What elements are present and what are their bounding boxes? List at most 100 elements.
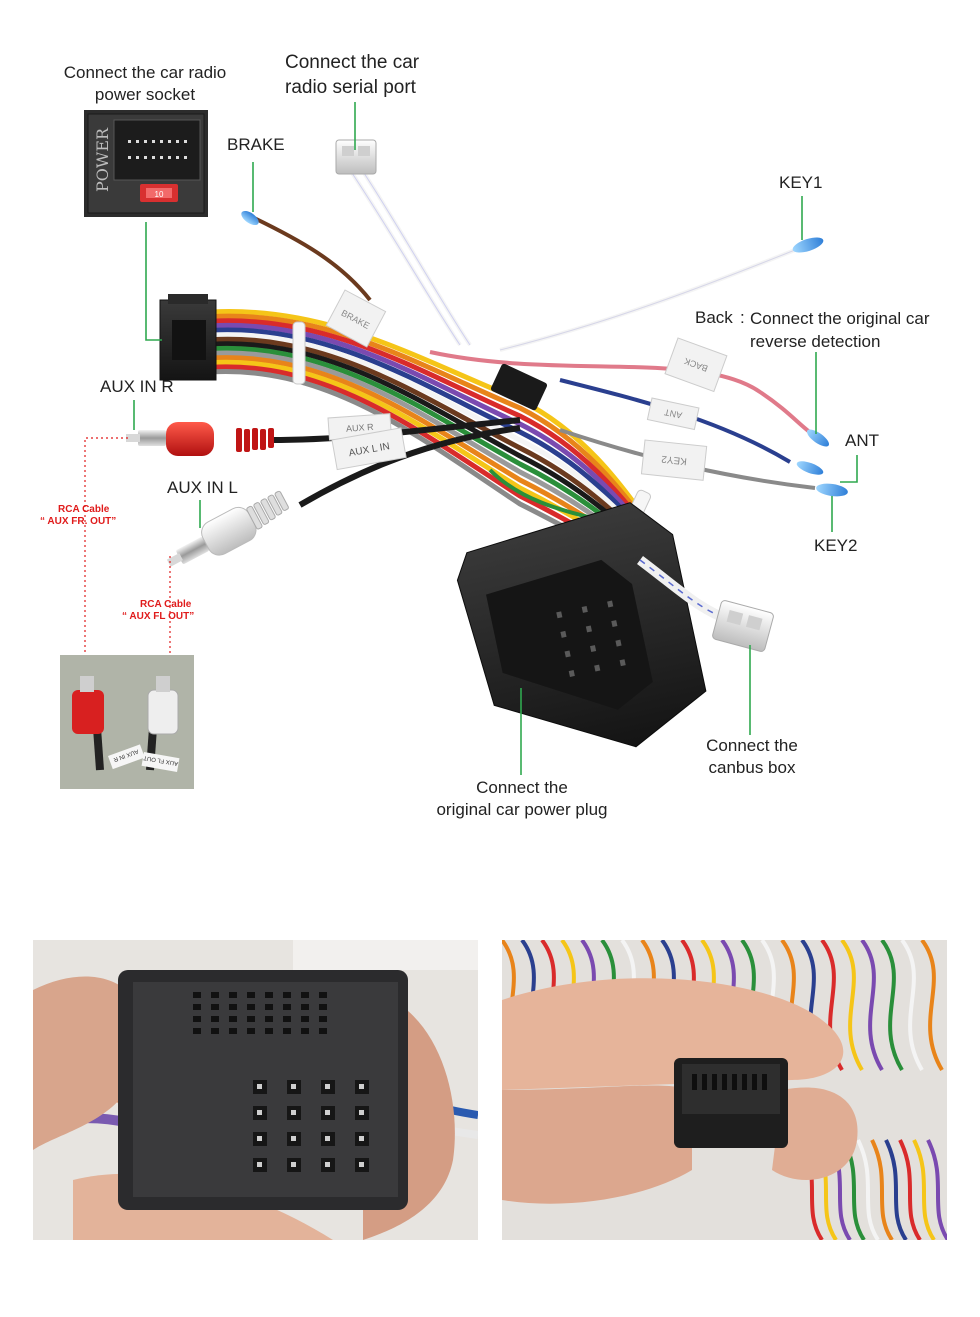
quad-pin	[247, 1004, 255, 1010]
plug-pin	[585, 625, 592, 633]
quad-pin	[229, 992, 237, 998]
aux-in-l-label: AUX IN L	[167, 478, 238, 497]
quad-pin	[211, 1016, 219, 1022]
quadlock-photo-art	[33, 940, 478, 1240]
quad-pin	[265, 1028, 273, 1034]
quad-pin-contact	[291, 1136, 296, 1141]
socket-closeup-art	[502, 940, 947, 1240]
socket-pin	[160, 156, 163, 159]
key2-label: KEY2	[814, 536, 858, 555]
closeup-pin	[732, 1074, 737, 1090]
rca-white-ribs	[246, 490, 289, 530]
quad-pin	[193, 1004, 201, 1010]
quad-pin-contact	[257, 1136, 262, 1141]
quad-pin	[193, 1028, 201, 1034]
quad-pin	[319, 1016, 327, 1022]
plug-pin	[607, 600, 614, 608]
quad-pin-contact	[291, 1110, 296, 1115]
quadlock-connector-photo	[33, 940, 478, 1240]
socket-pin	[184, 156, 187, 159]
plug-pin	[619, 659, 626, 667]
quad-pin	[301, 1016, 309, 1022]
rca-plug-right	[126, 422, 274, 456]
closeup-pin	[742, 1074, 747, 1090]
closeup-pin	[762, 1074, 767, 1090]
plug-pin	[611, 620, 618, 628]
plug-pin	[581, 605, 588, 613]
plug-pin	[560, 630, 567, 638]
power-socket-closeup-photo	[502, 940, 947, 1240]
quad-pin	[301, 992, 309, 998]
closeup-pin	[722, 1074, 727, 1090]
socket-pin	[160, 140, 163, 143]
quad-pin	[211, 1004, 219, 1010]
leader-lines	[133, 102, 858, 775]
iso-connector	[159, 294, 217, 381]
socket-pin	[128, 140, 131, 143]
aux-r-tag: AUX R	[346, 422, 375, 434]
rca-rib	[246, 505, 263, 530]
quad-pin	[283, 1028, 291, 1034]
serial-port-wires	[335, 139, 472, 347]
cable-tie	[292, 321, 306, 385]
quad-pins-top	[193, 992, 327, 1034]
bg-wire	[870, 1139, 894, 1240]
quad-pin-contact	[359, 1162, 364, 1167]
back-colon: :	[740, 308, 745, 327]
brake-label: BRAKE	[227, 135, 285, 154]
plug-pin	[615, 639, 622, 647]
quad-pin-contact	[359, 1084, 364, 1089]
rca-rib	[274, 490, 289, 511]
rca-rib	[244, 429, 250, 452]
power-plug-label: Connect the original car power plug	[436, 778, 608, 819]
quad-pin	[283, 1016, 291, 1022]
closeup-pin	[712, 1074, 717, 1090]
rca-fl-label: RCA Cable “ AUX FL OUT”	[122, 599, 195, 622]
quad-pin-contact	[291, 1162, 296, 1167]
plug-pin	[568, 670, 575, 677]
quad-pin-contact	[325, 1136, 330, 1141]
key2-tag: KEY2	[660, 453, 687, 467]
quad-pin-contact	[359, 1110, 364, 1115]
bg-wire	[926, 1139, 947, 1240]
bg-wire	[920, 940, 944, 1072]
socket-pin	[144, 156, 147, 159]
bg-wire	[912, 1139, 936, 1240]
quad-pin	[265, 992, 273, 998]
socket-pin	[168, 156, 171, 159]
quad-pin	[229, 1016, 237, 1022]
power-mark: POWER	[93, 127, 112, 192]
plug-pin	[590, 645, 597, 652]
socket-pin	[176, 140, 179, 143]
quad-pin	[319, 1028, 327, 1034]
plug-pin	[594, 664, 601, 672]
quad-pin	[193, 992, 201, 998]
plug-pin	[564, 650, 571, 658]
key1-wire	[499, 237, 824, 352]
quad-pin-contact	[257, 1084, 262, 1089]
canbus-label: Connect the canbus box	[706, 736, 798, 777]
fuse-mark: 10	[155, 190, 164, 199]
socket-pin	[136, 140, 139, 143]
aux-in-r-label: AUX IN R	[100, 377, 174, 396]
rca-rib	[267, 494, 283, 516]
rca-rib	[253, 502, 270, 525]
closeup-pin	[692, 1074, 697, 1090]
rca-rib	[268, 428, 274, 448]
wire-tags: BRAKE BACK ANT KEY2 AUX R AUX L IN	[325, 289, 728, 481]
plug-pins	[556, 600, 626, 677]
canbus-connector	[636, 556, 774, 652]
power-socket-label: Connect the car radio power socket	[63, 63, 227, 104]
bg-wire	[884, 1139, 908, 1240]
quad-pin	[211, 1028, 219, 1034]
quad-pin	[301, 1028, 309, 1034]
harness-illustration: POWER 10	[60, 102, 858, 789]
quad-pin	[247, 1016, 255, 1022]
quad-pin	[229, 1028, 237, 1034]
back-prefix: Back	[695, 308, 733, 327]
bg-wire	[840, 940, 864, 1072]
bg-wire	[860, 940, 884, 1072]
quad-pin	[319, 1004, 327, 1010]
quad-pin	[319, 992, 327, 998]
